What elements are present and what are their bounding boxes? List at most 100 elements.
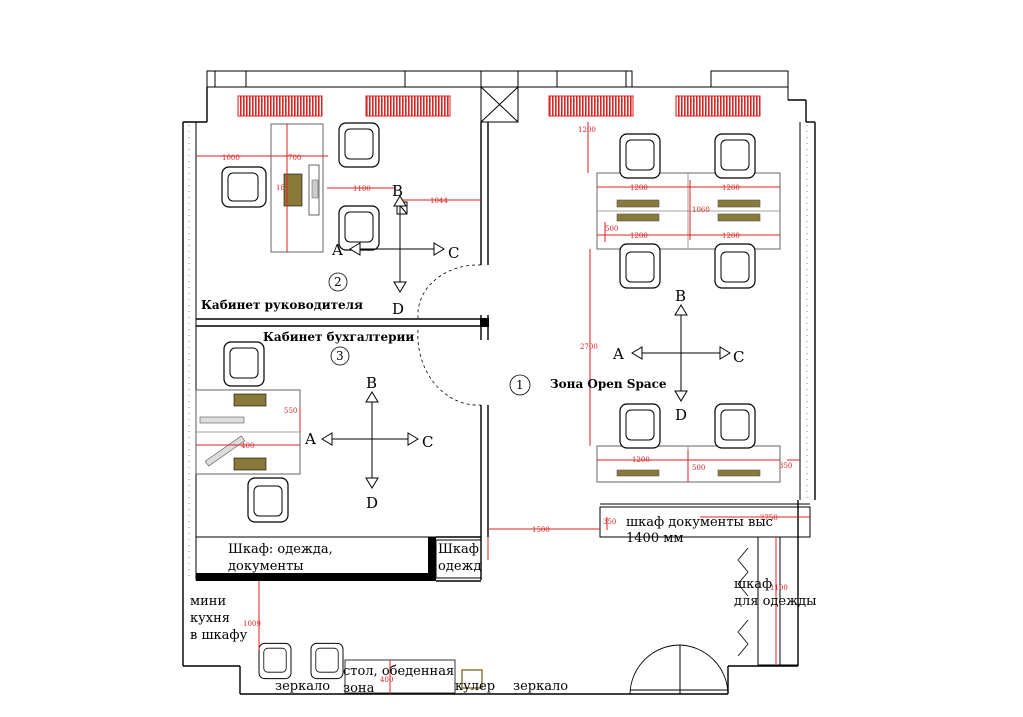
dimension-label: 550 [284,407,297,415]
dimension-label: 1100 [353,185,371,193]
view-letter-a: A [331,241,343,259]
note-mini-kitchen: мини [190,594,226,609]
annotations: Шкаф: одежда, документы Шкаф одежд шкаф … [190,515,816,696]
dimension-label: 1060 [692,206,710,214]
note-wardrobe: Шкаф: одежда, [228,542,333,557]
chair [247,477,289,523]
chair [714,133,756,179]
radiator [548,95,634,117]
note-small-wardrobe: одежд [438,559,482,574]
dining-table [344,659,456,694]
monitor [616,469,660,477]
monitor [616,199,660,208]
chair [619,133,661,179]
dimension-label: 700 [288,154,301,162]
chair [619,243,661,289]
dimension-label: 2750 [760,514,778,522]
room-number-accounting: 3 [336,349,344,363]
view-letter-a: A [304,430,316,448]
documents-cabinet [599,506,811,538]
dimension-label: 1200 [578,126,596,134]
note-dining-table: зона [343,681,375,696]
view-marker-letters: A C B D A C B D A C B D [304,182,744,512]
room-numbers: 2 3 1 [328,272,531,396]
note-docs-cabinet: шкаф документы выс [626,515,773,530]
room-label-director: Кабинет руководителя [201,298,363,312]
view-letter-c: C [448,244,459,262]
chair [714,243,756,289]
view-markers [321,195,731,489]
dimension-label: 500 [605,225,618,233]
chair [221,166,267,208]
radiator [675,95,761,117]
dimension-label: 2700 [580,343,598,351]
desk-item [233,457,267,471]
note-mini-kitchen: в шкафу [190,628,248,643]
room-number-openspace: 1 [516,378,524,392]
dimension-label: 400 [380,676,393,684]
entrance-zone [258,642,483,694]
room-labels: Кабинет руководителя Кабинет бухгалтерии… [201,298,667,391]
dimension-label: 400 [241,442,254,450]
dimension-label: 500 [692,464,705,472]
view-letter-d: D [392,300,404,318]
dimension-label: 1200 [630,232,648,240]
view-letter-c: C [422,433,433,451]
radiators [237,95,761,117]
chair [310,642,344,680]
monitor [616,213,660,222]
chair [338,122,380,168]
chair [258,642,292,680]
view-letter-d: D [675,406,687,424]
desk-item [233,393,267,407]
room-label-accounting: Кабинет бухгалтерии [263,330,414,344]
monitor [717,469,761,477]
accounting-office [195,341,301,523]
director-office [221,122,408,253]
dimension-label: 1044 [430,197,448,205]
dimension-label: 1200 [722,184,740,192]
view-letter-c: C [733,348,744,366]
dimension-label: 1200 [630,184,648,192]
note-docs-cabinet: 1400 мм [626,531,683,546]
radiator [237,95,323,117]
view-letter-d: D [366,494,378,512]
view-letter-a: A [612,345,624,363]
keyboard [204,435,246,467]
clothes-cabinet [757,536,799,666]
desk-item [283,173,303,207]
dimension-label: 1200 [722,232,740,240]
radiator [365,95,451,117]
dimension-label: 1500 [532,526,550,534]
note-mirror-right: зеркало [513,679,568,694]
note-clothes-cabinet: для одежды [734,594,816,609]
view-letter-b: B [392,182,403,200]
dimension-label: 18 [276,184,285,192]
dimension-label: 1100 [770,584,788,592]
note-mini-kitchen: кухня [190,611,230,626]
dimension-label: 1009 [243,620,261,628]
note-cooler: кулер [455,679,495,694]
openspace-furniture [596,133,811,666]
interior-walls [196,86,519,582]
note-wardrobe: документы [228,559,304,574]
view-letter-b: B [675,287,686,305]
note-clothes-cabinet: шкаф [734,577,772,592]
monitor [717,213,761,222]
dimension-label: 1200 [632,456,650,464]
dimension-labels: 1000 700 18 1100 1044 1200 1200 1200 106… [222,126,792,684]
chair [619,403,661,449]
monitor [717,199,761,208]
door-swings [417,264,729,695]
dimension-label: 350 [603,518,616,526]
view-letter-b: B [366,374,377,392]
dimension-label: 1000 [222,154,240,162]
chair [223,341,265,387]
outer-walls [182,70,816,695]
note-small-wardrobe: Шкаф [438,542,479,557]
cooler-icon [461,669,483,689]
room-label-openspace: Зона Open Space [550,377,667,391]
note-dining-table: стол, обеденная [343,664,454,679]
dimension-lines [196,122,810,694]
